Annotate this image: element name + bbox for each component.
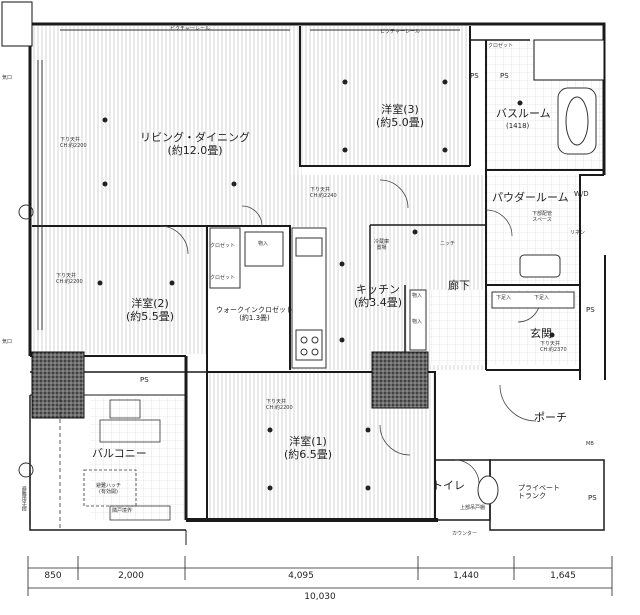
washbasin-space-label: 下部配管 スペース [532,211,553,224]
room-porch: ポーチ [534,411,567,424]
room-western2-name: 洋室(2) [131,297,169,310]
room-toilet: トイレ [432,479,465,492]
picture-rail-label-1: ピクチャーレール [170,26,210,32]
dimension-line [27,556,613,596]
room-walkin: ウォークインクロゼット (約1.3畳) [216,306,293,322]
ceiling-note-western1-type: 下り天井 [266,399,287,405]
room-western3-area: (約5.0畳) [376,115,425,129]
closet-top-label: クロゼット [488,43,514,49]
bath-size: (1418) [506,122,530,130]
storage-2-label: 物入 [412,293,423,299]
ceiling-note-entrance-type: 下り天井 [540,341,561,347]
room-powder: パウダールーム [492,191,569,204]
room-walkin-area: (約1.3畳) [239,314,270,323]
room-western2: 洋室(2) (約5.5畳) [126,297,175,323]
ceiling-note-western1: 下り天井 CH:約2200 [266,399,293,412]
washbasin-line1: 下部配管 [532,211,553,217]
room-western3-name: 洋室(3) [381,103,419,116]
total-dimension: 10,030 [304,592,336,602]
room-living: リビング・ダイニング (約12.0畳) [140,131,250,157]
ceiling-note-western2-type: 下り天井 [56,273,77,279]
door-swings [159,179,541,485]
eave-line-label: 避難用手摺 [20,486,27,511]
storage-1-label: 物入 [258,241,269,247]
ceiling-note-western2-height: CH:約2200 [56,278,83,285]
dimension-1: 2,000 [118,571,144,581]
ceiling-note-entrance-height: CH:約2370 [540,346,567,353]
storage-3-label: 物入 [412,319,423,325]
picture-rail-label-2: ピクチャーレール [380,29,420,35]
partition-label: 隣戸境界 [112,508,133,514]
ps-label-4: PS [588,494,597,502]
ceiling-note-corridor-height: CH:約2240 [310,192,337,199]
ceiling-note-living-type: 下り天井 [60,137,81,143]
room-western3: 洋室(3) (約5.0畳) [376,103,425,129]
linen-label: リネン [570,230,586,236]
structural-columns [1,1,605,419]
ceiling-note-living-height: CH:約2200 [60,142,87,149]
room-western1: 洋室(1) (約6.5畳) [284,435,333,461]
fridge-line2: 置場 [376,244,387,251]
wd-label: W/D [574,190,589,198]
ceiling-note-western1-height: CH:約2200 [266,404,293,411]
room-kitchen-area: (約3.4畳) [354,295,403,309]
vent-label-1: 気口 [2,75,13,81]
shoe-2-label: 下足入 [534,295,550,301]
fridge-line1: 冷蔵庫 [374,239,390,245]
fixtures [209,87,597,505]
light-points [97,79,555,491]
fridge-label: 冷蔵庫 置場 [374,239,390,252]
dimension-2: 4,095 [288,571,314,581]
dimension-0: 850 [44,571,62,581]
room-living-area: (約12.0畳) [167,143,223,157]
ceiling-note-western2: 下り天井 CH:約2200 [56,273,83,286]
closet-2-label: クロゼット [210,275,236,281]
vent-label-2: 気口 [2,339,13,345]
ps-label-2: PS [586,306,595,314]
room-balcony: バルコニー [92,447,147,460]
balcony-items [59,398,171,528]
shoe-1-label: 下足入 [496,295,512,301]
ps-label-3: PS [140,376,149,384]
upper-shelf-label: 上部吊戸棚 [460,505,486,511]
room-living-name: リビング・ダイニング [140,131,250,144]
closet-1-label: クロゼット [210,243,236,249]
fire-escape-line2: (有効開) [99,488,118,495]
ps-label-5: PS [470,72,479,80]
room-kitchen: キッチン (約3.4畳) [354,283,403,309]
niche-label: ニッチ [440,241,456,247]
dimension-3: 1,440 [453,571,479,581]
room-western1-name: 洋室(1) [289,435,327,448]
room-western2-area: (約5.5畳) [126,309,175,323]
fire-escape-line1: 避難ハッチ [96,483,122,489]
room-walkin-name: ウォークインクロゼット [216,306,293,314]
counter-label: カウンター [452,531,478,537]
room-bathroom: バスルーム [496,107,551,120]
private-trunk-line1: プライベート [518,484,560,492]
washbasin-line2: スペース [532,216,552,223]
private-trunk-line2: トランク [518,492,546,501]
ceiling-note-living: 下り天井 CH:約2200 [60,137,87,150]
ceiling-note-corridor-type: 下り天井 [310,187,331,193]
room-kitchen-name: キッチン [356,283,401,296]
ceiling-note-corridor: 下り天井 CH:約2240 [310,187,337,200]
ps-label-1: PS [500,72,509,80]
meter-box-label: MB [586,441,594,447]
dimension-4: 1,645 [550,571,576,581]
ceiling-note-entrance: 下り天井 CH:約2370 [540,341,567,354]
room-private-trunk: プライベート トランク [518,484,560,500]
room-entrance: 玄関 [530,327,552,340]
room-western1-area: (約6.5畳) [284,447,333,461]
fire-escape-label: 避難ハッチ (有効開) [96,483,122,496]
room-corridor: 廊下 [448,279,470,292]
windows [18,29,460,525]
